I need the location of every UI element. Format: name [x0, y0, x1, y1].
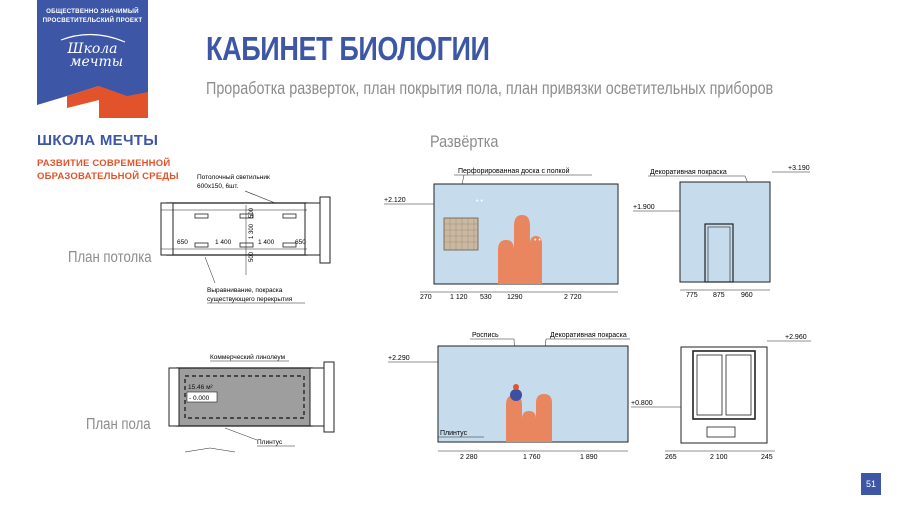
- svg-text:• •: • •: [476, 198, 483, 205]
- elevation-b-wall: [679, 181, 771, 283]
- brand-title: ШКОЛА МЕЧТЫ: [37, 132, 159, 149]
- radiator: [706, 426, 736, 438]
- elevation-d-window: [692, 350, 756, 420]
- ceiling-plan-label: План потолка: [68, 249, 152, 266]
- elevation-d-drawing: +2.960 +0.800 265 2 100 245: [631, 334, 811, 461]
- ceiling-lights: [194, 213, 297, 248]
- pegboard: [443, 217, 479, 251]
- elevation-d-wall: [680, 346, 768, 444]
- logo-top-text: ОБЩЕСТВЕННО ЗНАЧИМЫЙ ПРОСВЕТИТЕЛЬСКИЙ ПР…: [37, 7, 148, 25]
- cactus-decor-c: [506, 394, 552, 442]
- project-logo: ОБЩЕСТВЕННО ЗНАЧИМЫЙ ПРОСВЕТИТЕЛЬСКИЙ ПР…: [37, 0, 148, 118]
- elevation-a-dim-2: 1 120: [450, 294, 468, 301]
- floor-dashed-border: [184, 375, 305, 419]
- ceiling-note-1: Потолочный светильник: [197, 173, 270, 181]
- elevation-a-drawing: Перфорированная доска с полкой +2.120 • …: [384, 167, 619, 301]
- elevation-a-dim-1: 270: [420, 294, 432, 301]
- elevation-d-dim-2: 2 100: [710, 454, 728, 461]
- floor-plan-label: План пола: [86, 416, 151, 433]
- ceiling-plan-drawing: Потолочный светильник 600х150, 6шт. 650 …: [160, 173, 331, 304]
- ceiling-vdim-2: 1 300: [249, 223, 255, 239]
- elevation-d-dim-3: 245: [761, 454, 773, 461]
- mural-figure: [510, 384, 522, 401]
- ceiling-left-wall: [160, 202, 174, 256]
- ceiling-dim-4: 650: [295, 239, 306, 246]
- elevation-b-note: Декоративная покраска: [650, 169, 727, 176]
- ceiling-note-2: 600х150, 6шт.: [197, 183, 239, 190]
- ceiling-light: [239, 242, 254, 248]
- cactus-decor-a: [498, 215, 542, 284]
- elevation-b-dim-3: 960: [741, 292, 753, 299]
- elevation-c-dim-1: 2 280: [460, 454, 478, 461]
- elevation-a-dim-3: 530: [480, 294, 492, 301]
- logo-house-graphic: [37, 33, 148, 118]
- logo-script: Школа мечты: [37, 41, 148, 70]
- page-subtitle: Проработка разверток, план покрытия пола…: [206, 78, 774, 98]
- logo-top-line-2: ПРОСВЕТИТЕЛЬСКИЙ ПРОЕКТ: [42, 17, 143, 24]
- ceiling-dim-2: 1 400: [215, 239, 232, 246]
- floor-level: - 0.000: [189, 395, 210, 402]
- elevation-c-baseboard: Плинтус: [440, 430, 468, 437]
- ceiling-dim-1: 650: [177, 239, 188, 246]
- brand-subtitle-line-2: ОБРАЗОВАТЕЛЬНОЙ СРЕДЫ: [37, 171, 179, 182]
- floor-note: Коммерческий линолеум: [210, 353, 286, 361]
- ceiling-vdim-1: 500: [249, 207, 255, 218]
- elevation-a-level: +2.120: [384, 197, 406, 204]
- floor-baseboard-label: Плинтус: [257, 439, 283, 446]
- page-title: КАБИНЕТ БИОЛОГИИ: [206, 30, 490, 67]
- elevation-c-dim-2: 1 760: [523, 454, 541, 461]
- elevation-b-dim-2: 875: [713, 292, 725, 299]
- page-number: 51: [861, 473, 881, 495]
- logo-top-line-1: ОБЩЕСТВЕННО ЗНАЧИМЫЙ: [46, 8, 139, 15]
- ceiling-bottom-note-2: существующего перекрытия: [207, 296, 293, 303]
- elevation-d-level-top: +2.960: [785, 334, 807, 341]
- ceiling-light: [239, 213, 254, 219]
- logo-house-orange: [99, 86, 148, 118]
- elevation-c-dim-3: 1 890: [580, 454, 598, 461]
- ceiling-light: [282, 242, 297, 248]
- ceiling-light: [194, 242, 209, 248]
- elevation-a-note: Перфорированная доска с полкой: [458, 167, 570, 175]
- floor-area-value: 15.46 м²: [188, 384, 214, 391]
- elevation-c-note-paint: Декоративная покраска: [550, 332, 627, 339]
- svg-text:• •: • •: [534, 237, 541, 244]
- elevation-c-level: +2.290: [388, 355, 410, 362]
- elevation-b-level-door: +1.900: [633, 204, 655, 211]
- brand-subtitle: РАЗВИТИЕ СОВРЕМЕННОЙ ОБРАЗОВАТЕЛЬНОЙ СРЕ…: [37, 157, 179, 183]
- elevation-d-level-sill: +0.800: [631, 400, 653, 407]
- section-label: Развёртка: [430, 132, 499, 151]
- ceiling-light: [194, 213, 209, 219]
- elevation-c-drawing: Роспись Декоративная покраска +2.290 Пли…: [388, 332, 630, 461]
- logo-swoosh: [60, 33, 126, 43]
- floor-plan-drawing: Коммерческий линолеум 15.46 м² - 0.000 П…: [168, 353, 335, 453]
- elevation-b-dim-1: 775: [686, 292, 698, 299]
- brand-subtitle-line-1: РАЗВИТИЕ СОВРЕМЕННОЙ: [37, 158, 171, 169]
- elevation-a-dim-4: 1290: [507, 294, 523, 301]
- ceiling-right-wall: [304, 202, 321, 256]
- logo-script-line-1: Школа: [67, 41, 118, 57]
- elevation-b-level-top: +3.190: [788, 165, 810, 172]
- ceiling-bottom-note-1: Выравнивание, покраска: [207, 287, 283, 294]
- ceiling-dim-3: 1 400: [258, 239, 275, 246]
- logo-house-roof: [67, 86, 99, 108]
- elevation-b-drawing: +3.190 Декоративная покраска +1.900 775 …: [633, 165, 810, 299]
- elevation-c-note-mural: Роспись: [472, 332, 499, 339]
- logo-script-line-2: мечты: [69, 54, 124, 70]
- ceiling-light: [282, 213, 297, 219]
- elevation-d-dim-1: 265: [665, 454, 677, 461]
- ceiling-vdim-3: 500: [249, 251, 255, 262]
- elevation-a-dim-5: 2 720: [564, 294, 582, 301]
